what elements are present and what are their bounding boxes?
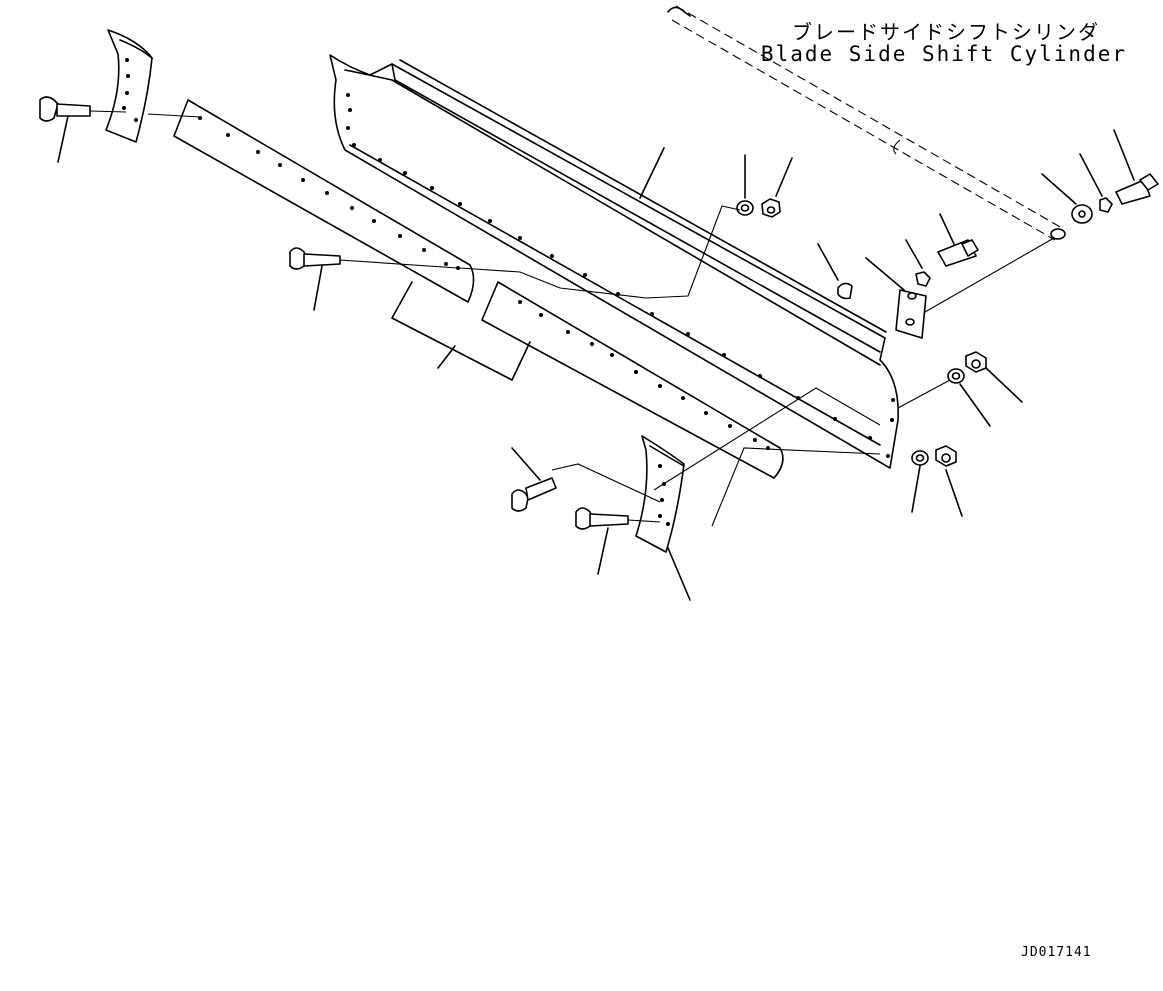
cutting-edge-right — [481, 281, 784, 479]
cutting-edge-left — [147, 99, 475, 303]
nut-upper — [761, 157, 793, 218]
figure-number: JD017141 — [1021, 945, 1092, 960]
cylinder-caption-japanese: ブレードサイドシフトシリンダ — [792, 20, 1100, 44]
washer-right-lower — [911, 450, 929, 513]
washer-upper — [736, 154, 754, 216]
hex-bolt-bracket — [937, 213, 979, 267]
cutting-edge-leader-tail — [437, 345, 456, 369]
moldboard-blade — [329, 54, 899, 469]
blade-bolt-holes — [346, 93, 895, 458]
end-bit-right — [635, 435, 691, 601]
plow-bolt-left — [39, 96, 127, 163]
grease-fitting — [817, 243, 853, 300]
side-shift-cylinder — [667, 5, 1066, 317]
plow-bolt-lower-a — [511, 447, 661, 512]
end-bit-left — [105, 29, 153, 143]
washer-right-upper — [947, 368, 991, 427]
cylinder-rod-eye — [1050, 228, 1066, 240]
lock-washer-bracket — [905, 239, 931, 287]
bracket-plate — [865, 257, 927, 339]
lock-washer-cylinder — [1079, 153, 1113, 213]
nut-right-lower — [935, 445, 963, 517]
end-bit-leader — [653, 387, 881, 491]
plow-bolt-middle — [289, 247, 459, 311]
nut-right-upper — [965, 351, 1023, 403]
upper-hardware-leader — [459, 205, 741, 299]
lower-bolt-leader — [711, 447, 881, 527]
hex-bolt-cylinder — [1113, 129, 1159, 205]
cylinder-caption-english: Blade Side Shift Cylinder — [760, 42, 1127, 66]
blade-leader — [639, 147, 665, 199]
right-upper-leader — [897, 379, 951, 409]
plow-bolt-lower-b — [575, 507, 661, 575]
thick-washer-cylinder — [1041, 173, 1093, 224]
